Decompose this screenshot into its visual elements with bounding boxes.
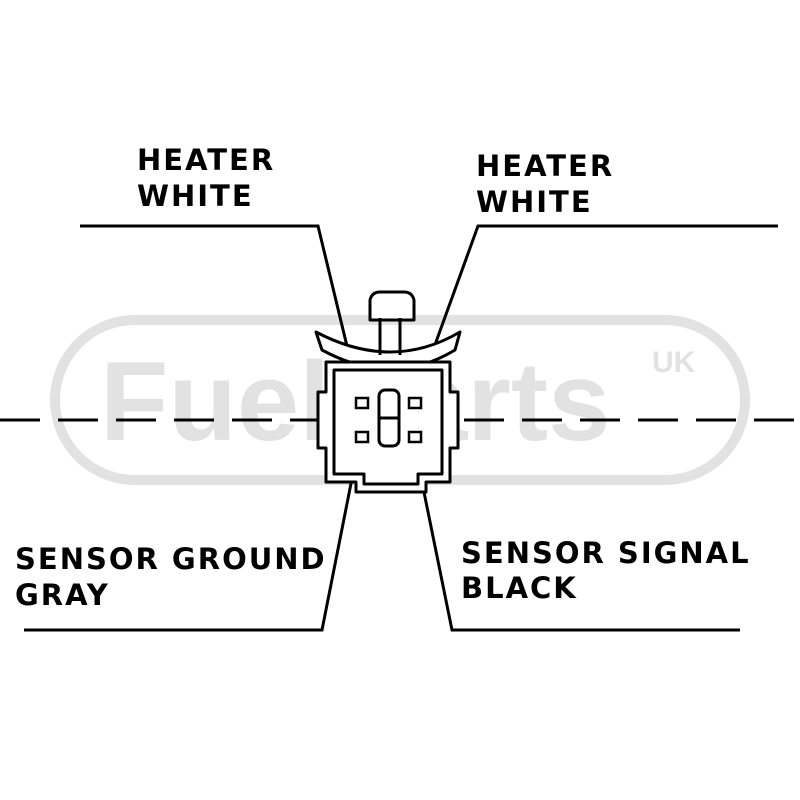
label-heater-left-line1: HEATER [137,143,275,177]
heater-lead-left [80,224,362,401]
connector [314,290,462,494]
connector-housing-inner [332,368,444,486]
watermark-suffix: UK [652,346,696,379]
label-heater-left-line2: WHITE [137,179,254,213]
sensor-signal-lead [411,437,740,632]
label-sensor-ground-line1: SENSOR GROUND [15,542,327,576]
label-heater-right-line1: HEATER [476,149,614,183]
label-sensor-signal-line1: SENSOR SIGNAL [461,536,751,570]
pin-sensor-signal [407,430,423,444]
pin-heater-right [407,396,423,410]
label-sensor-ground-line2: GRAY [15,578,110,612]
label-heater-right-line2: WHITE [476,185,593,219]
connector-latch-cap [368,290,416,322]
label-sensor-signal-line2: BLACK [461,571,578,605]
pin-heater-left [354,396,370,410]
sensor-ground-lead [24,437,362,632]
pin-sensor-ground [354,430,370,444]
